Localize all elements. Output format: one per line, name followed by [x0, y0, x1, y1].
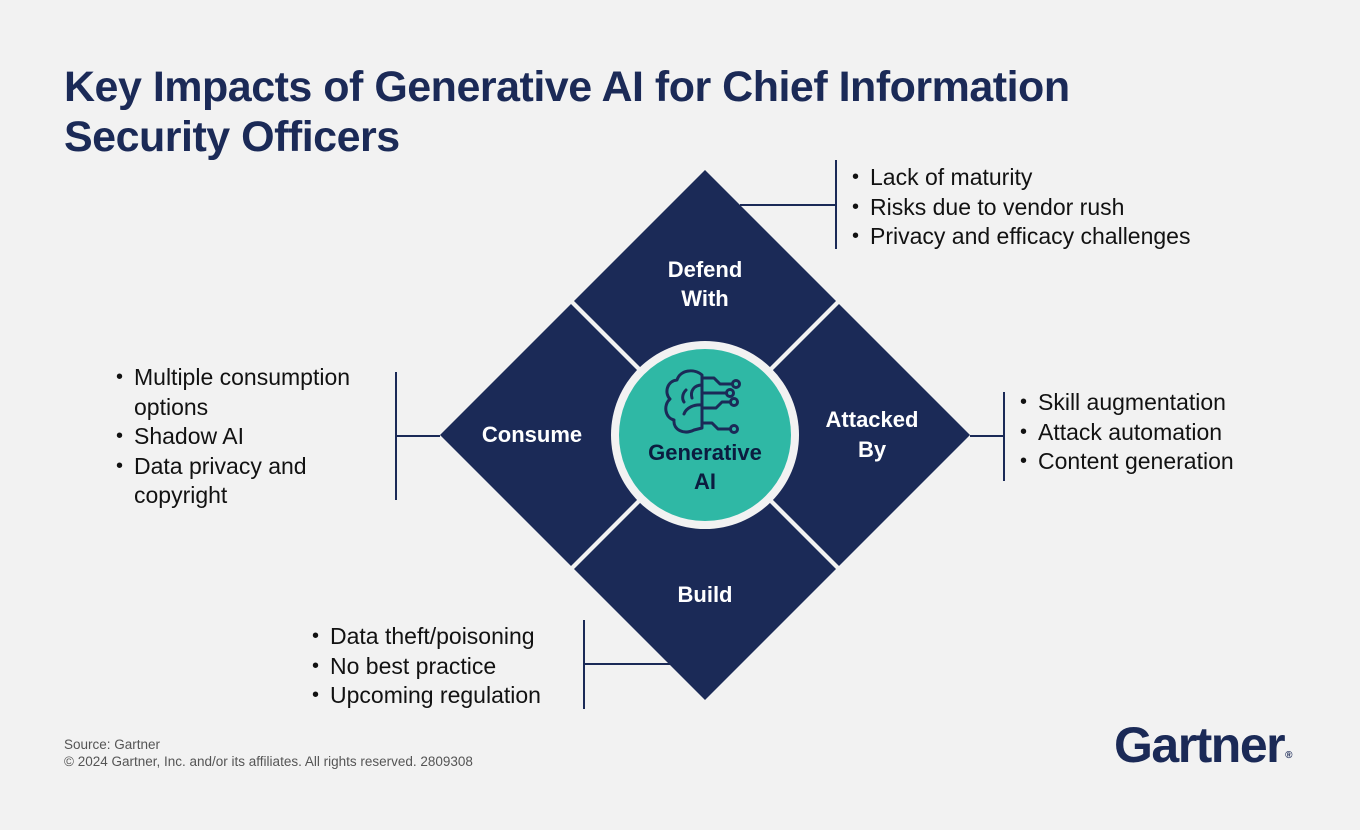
build-label: Build — [678, 582, 733, 607]
list-item: Multiple consumption options — [116, 363, 384, 422]
center-label-line2: AI — [694, 469, 716, 494]
list-item: Data theft/poisoning — [312, 622, 582, 652]
list-item: No best practice — [312, 652, 582, 682]
list-item: Risks due to vendor rush — [852, 193, 1272, 223]
list-item: Skill augmentation — [1020, 388, 1320, 418]
list-item: Lack of maturity — [852, 163, 1272, 193]
connector-consume — [395, 372, 440, 500]
attacked-bullet-list: Skill augmentation Attack automation Con… — [1020, 388, 1320, 477]
center-label-line1: Generative — [648, 440, 762, 465]
attacked-label-line2: By — [858, 437, 887, 462]
list-item: Upcoming regulation — [312, 681, 582, 711]
build-bullet-list: Data theft/poisoning No best practice Up… — [312, 622, 582, 711]
registered-mark: ® — [1285, 750, 1293, 761]
list-item: Data privacy and copyright — [116, 452, 384, 511]
list-item: Privacy and efficacy challenges — [852, 222, 1272, 252]
list-item: Content generation — [1020, 447, 1320, 477]
list-item: Shadow AI — [116, 422, 384, 452]
quadrant-attacked-by — [708, 304, 970, 566]
center-circle — [619, 349, 791, 521]
gartner-logo: Gartner® — [1114, 716, 1293, 774]
defend-bullet-list: Lack of maturity Risks due to vendor rus… — [852, 163, 1272, 252]
connector-defend — [740, 160, 837, 249]
attacked-label-line1: Attacked — [826, 407, 919, 432]
page-title: Key Impacts of Generative AI for Chief I… — [64, 63, 1070, 161]
connector-attacked — [970, 392, 1005, 481]
defend-label-line2: With — [681, 286, 728, 311]
source-note: Source: Gartner — [64, 737, 161, 752]
list-item: Attack automation — [1020, 418, 1320, 448]
quadrant-consume — [440, 304, 702, 566]
quadrant-defend-with — [574, 170, 836, 432]
quadrant-build — [574, 438, 836, 700]
consume-label: Consume — [482, 422, 582, 447]
logo-text: Gartner — [1114, 717, 1286, 773]
defend-label-line1: Defend — [668, 257, 743, 282]
copyright-note: © 2024 Gartner, Inc. and/or its affiliat… — [64, 754, 473, 769]
footer: Source: Gartner © 2024 Gartner, Inc. and… — [64, 736, 473, 770]
connector-build — [583, 620, 672, 709]
brain-circuit-icon — [664, 369, 741, 434]
consume-bullet-list: Multiple consumption options Shadow AI D… — [116, 363, 384, 511]
